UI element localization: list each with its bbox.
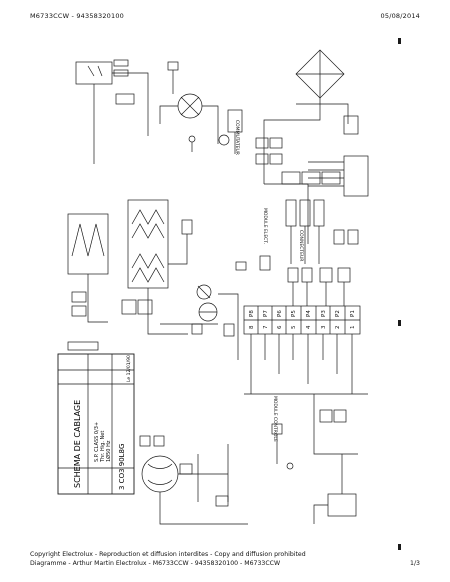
terminal-number: 6 [277, 325, 283, 329]
terminal-number: 4 [306, 325, 312, 329]
wiring-diagram: SCHEMA DE CABLAGE 3 CO3 90L8G S.P. CLASS… [57, 38, 401, 550]
terminal-label: P5 [291, 310, 297, 317]
title-block-title: SCHEMA DE CABLAGE [73, 400, 82, 488]
title-block-revision: Le 12/01/90 [126, 355, 132, 382]
label-connecteur: CONNECTEUR [298, 230, 304, 261]
label-commutateur: COMMUTATEUR [234, 120, 240, 155]
title-block-model-1: S.P. CLASS 0/3+ [94, 422, 100, 462]
terminal-label: P4 [306, 310, 312, 317]
terminal-number: 7 [263, 325, 269, 329]
terminal-label: P2 [335, 310, 341, 317]
title-block-code: 3 CO3 90L8G [118, 444, 126, 490]
terminal-label: P3 [321, 310, 327, 317]
label-module-elect: MODULE ELECT. [262, 208, 268, 244]
diagram-reference: Diagramme - Arthur Martin Electrolux - M… [30, 560, 281, 567]
copyright-notice: Copyright Electrolux - Reproduction et d… [30, 551, 306, 558]
terminal-label: P1 [350, 310, 356, 317]
document-reference: M6733CCW - 94358320100 [30, 12, 125, 20]
edge-marks [398, 38, 401, 550]
terminal-label: P7 [263, 310, 269, 317]
label-module-controle: MODULE CONTROLE [272, 396, 278, 442]
terminal-number: 2 [335, 326, 341, 330]
document-date: 05/08/2014 [380, 12, 420, 20]
terminal-number: 5 [291, 325, 297, 329]
terminal-number: 3 [321, 325, 327, 329]
wiring-lines [57, 49, 369, 525]
page-number: 1/3 [410, 560, 420, 567]
terminal-label: P6 [277, 310, 283, 317]
terminal-label: P8 [249, 310, 255, 317]
title-block-model-2: Thr. Hig. Net [100, 431, 106, 463]
terminal-number: 1 [350, 326, 356, 330]
title-block-model-3: 1Ø50 Hz [105, 440, 112, 462]
terminal-number: 8 [249, 325, 255, 329]
